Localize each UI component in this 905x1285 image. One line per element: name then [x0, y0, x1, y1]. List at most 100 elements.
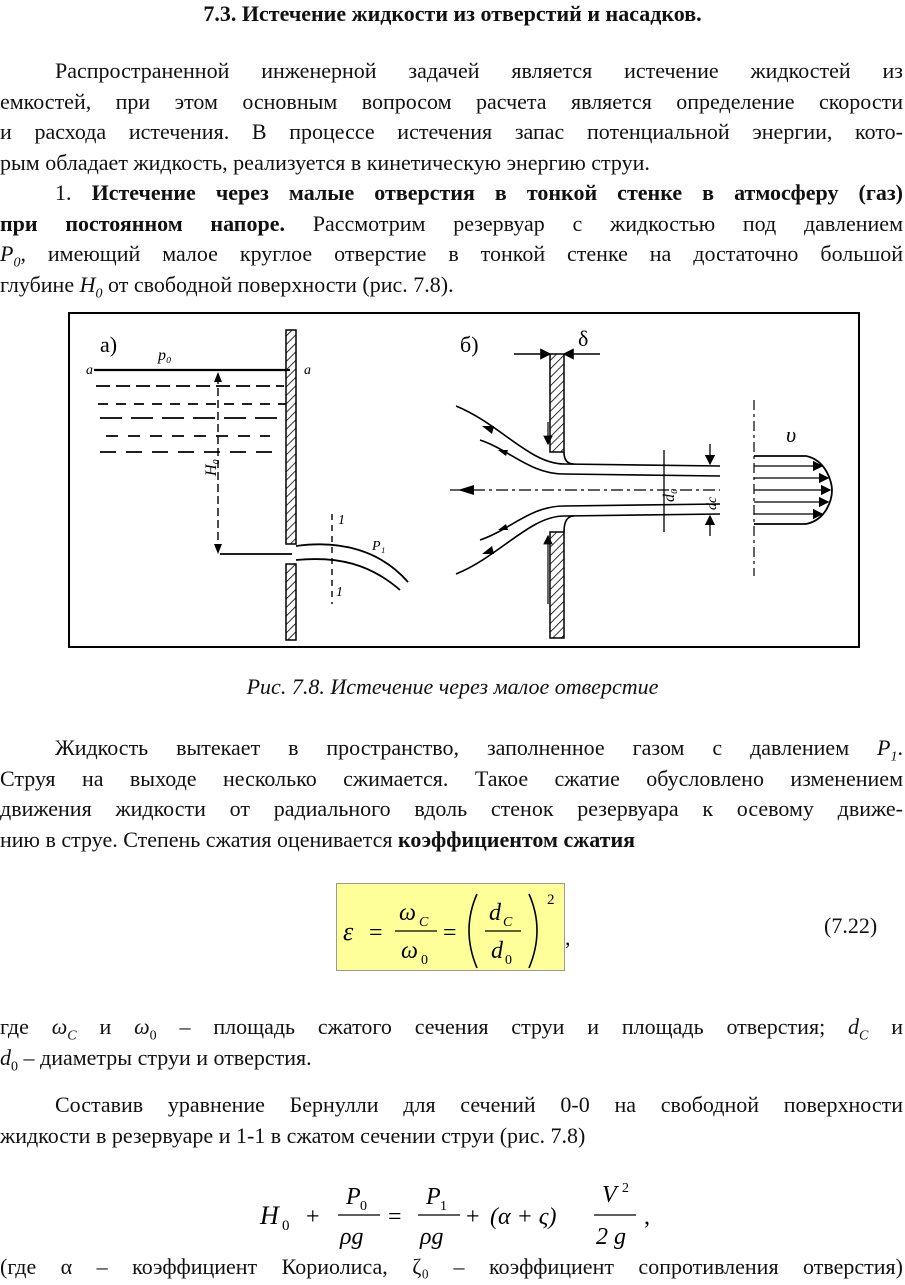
text-line: (где α – коэффициент Кориолиса, ζ₀ – коэ…: [0, 1254, 903, 1279]
text-line: Жидкость вытекает в пространство, заполн…: [0, 733, 903, 764]
orifice-wall-upper: [549, 353, 565, 453]
text-line: движения жидкости от радиального вдоль с…: [0, 796, 903, 821]
label-a-right: a: [304, 363, 311, 378]
two-g: 2 g: [596, 1224, 626, 1250]
left-paren: [468, 893, 478, 969]
text-line: и расхода истечения. В процессе истечени…: [0, 119, 903, 144]
equation-number: (7.22): [824, 913, 878, 938]
d-0: d: [491, 938, 504, 964]
text-line: Струя на выходе несколько сжимается. Так…: [0, 765, 903, 791]
var-P: P: [877, 735, 891, 760]
item-number: 1.: [55, 180, 92, 205]
d-0: d: [0, 1044, 11, 1070]
var-H: H: [259, 1201, 280, 1230]
text-line: где ωC и ω0 – площадь сжатого сечения ст…: [0, 1012, 903, 1043]
streamlines: [455, 405, 721, 575]
plus-sign: +: [306, 1204, 320, 1230]
flow-arrow-icon: [498, 450, 508, 456]
rho-g: ρg: [419, 1224, 444, 1250]
label-h0: H₀: [203, 459, 220, 477]
epsilon-symbol: ε: [343, 917, 354, 946]
exponent: 2: [547, 892, 555, 908]
plus-sign: +: [466, 1204, 480, 1230]
text-fragment: где: [0, 1014, 52, 1039]
label-velocity: υ: [786, 422, 796, 447]
bold-heading: при постоянном напоре.: [0, 210, 285, 236]
subscript: 0: [13, 255, 21, 271]
subscript-c: C: [503, 915, 513, 930]
flow-arrow-icon: [498, 524, 508, 530]
omega-0: ω: [401, 938, 418, 964]
tank-wall-lower: [285, 563, 297, 641]
label-section-top: 1: [338, 513, 345, 528]
subscript-0: 0: [505, 953, 512, 968]
subscript: C: [859, 1028, 869, 1044]
right-paren: [528, 893, 538, 969]
text-line: 1. Истечение через малые отверстия в тон…: [0, 178, 903, 209]
var-P: P: [425, 1184, 441, 1210]
formula-7-22: ε = ω C ω 0 = d C d 0 2: [336, 883, 565, 971]
label-a-left: a: [86, 363, 93, 378]
equals-sign: =: [369, 920, 383, 946]
text-fragment: – диаметры струи и отверстия.: [18, 1044, 312, 1070]
label-p1: P₁: [371, 539, 385, 554]
bernoulli-formula: H 0 + P 0 ρg = P 1 ρg + (α + ς) V 2 2 g …: [259, 1181, 650, 1250]
paragraph-small-orifice: 1. Истечение через малые отверстия в тон…: [0, 178, 903, 300]
subscript-c: C: [419, 915, 429, 930]
paragraph-contraction: Жидкость вытекает в пространство, заполн…: [0, 733, 903, 855]
subscript: 0: [95, 285, 103, 301]
velocity-arrows: [754, 460, 832, 520]
text-fragment: , имеющий малое круглое отверстие в тонк…: [20, 241, 903, 266]
label-p0: p₀: [157, 347, 172, 364]
subscript: 0: [282, 1218, 290, 1234]
paragraph-note: (где α – коэффициент Кориолиса, ζ₀ – коэ…: [0, 1252, 903, 1283]
text-line: Распространенной инженерной задачей явля…: [55, 58, 903, 83]
bold-heading: Истечение через малые отверстия в тонкой…: [91, 180, 903, 205]
label-a: а): [100, 332, 117, 357]
text-line: рым обладает жидкость, реализуется в кин…: [0, 149, 650, 175]
contraction-formula: ε = ω C ω 0 = d C d 0 2: [343, 892, 555, 969]
figure-7-8: а) p₀ a a H₀ P₁ 1 1 б): [68, 312, 860, 648]
var-P: P: [345, 1184, 361, 1210]
arrow-up-icon: [214, 372, 222, 382]
label-d0: d₀: [661, 488, 678, 502]
label-delta: δ: [578, 326, 588, 351]
paragraph-intro: Распространенной инженерной задачей явля…: [0, 56, 903, 178]
section-title: 7.3. Истечение жидкости из отверстий и н…: [203, 1, 702, 26]
text-line: глубине H0 от свободной поверхности (рис…: [0, 270, 903, 301]
arrow-down-icon: [214, 544, 222, 554]
subscript: 0: [11, 1058, 18, 1074]
figure-caption: Рис. 7.8. Истечение через малое отверсти…: [246, 674, 659, 699]
text-fragment: и: [76, 1014, 135, 1039]
text-line: нию в струе. Степень сжатия оценивается …: [0, 825, 903, 856]
jet-bottom-edge: [295, 558, 401, 591]
subscript: 0: [149, 1028, 157, 1044]
omega-c: ω: [51, 1014, 68, 1039]
text-fragment: глубине: [0, 271, 80, 297]
coefficients: (α + ς): [490, 1204, 557, 1230]
text-fragment: нию в струе. Степень сжатия оценивается: [0, 826, 398, 852]
subscript: 1: [890, 749, 898, 765]
orifice-wall-lower: [549, 531, 565, 639]
text-line: при постоянном напоре. Рассмотрим резерв…: [0, 209, 903, 240]
formula-comma: ,: [644, 1204, 650, 1230]
text-line: емкостей, при этом основным вопросом рас…: [0, 88, 903, 114]
subscript: 1: [440, 1199, 447, 1214]
orifice-diagram: а) p₀ a a H₀ P₁ 1 1 б): [86, 326, 833, 641]
text-fragment: и: [891, 1014, 904, 1039]
d-c: d: [848, 1014, 860, 1039]
text-fragment: от свободной поверхности (рис. 7.8).: [102, 271, 454, 297]
text-fragment: Рассмотрим резервуар с жидкостью под дав…: [284, 210, 903, 236]
text-line: P0, имеющий малое круглое отверстие в то…: [0, 239, 903, 270]
rho-g: ρg: [339, 1224, 364, 1250]
equals-sign: =: [388, 1204, 402, 1230]
var-P: P: [0, 241, 14, 266]
tank-wall-upper: [285, 329, 297, 545]
text-line: жидкости в резервуаре и 1-1 в сжатом сеч…: [0, 1122, 586, 1148]
bold-term: коэффициентом сжатия: [397, 826, 636, 852]
var-V: V: [602, 1182, 619, 1208]
label-dc: dс: [705, 496, 720, 510]
subscript-0: 0: [421, 953, 428, 968]
paragraph-bernoulli: Составив уравнение Бернулли для сечений …: [0, 1090, 903, 1151]
exponent: 2: [622, 1181, 629, 1196]
